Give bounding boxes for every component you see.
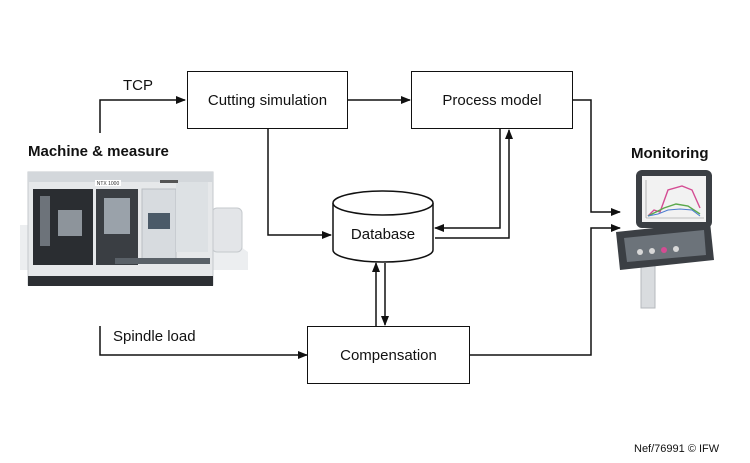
- cutting-simulation-box: Cutting simulation: [187, 71, 348, 129]
- database-cylinder: [332, 190, 434, 263]
- process-model-box: Process model: [411, 71, 573, 129]
- arrow-sim-to-database: [267, 129, 332, 239]
- tcp-label: TCP: [123, 77, 153, 94]
- arrow-database-to-process: [435, 129, 513, 239]
- arrow-compensation-to-monitoring: [470, 224, 621, 356]
- compensation-box: Compensation: [307, 326, 470, 384]
- arrow-process-to-monitoring: [573, 99, 621, 216]
- image-credit: Nef/76991 © IFW: [634, 443, 720, 455]
- monitoring-console-image: [616, 170, 714, 309]
- arrow-tcp: [99, 96, 186, 133]
- machine-badge-text: NTX 1000: [97, 181, 120, 187]
- monitoring-heading: Monitoring: [631, 145, 709, 162]
- arrow-process-to-database: [434, 129, 501, 232]
- arrow-spindle-load: [99, 326, 308, 359]
- machine-measure-heading: Machine & measure: [28, 143, 169, 160]
- compensation-label: Compensation: [340, 346, 437, 364]
- cutting-simulation-label: Cutting simulation: [207, 91, 328, 109]
- database-label: Database: [350, 226, 416, 243]
- spindle-load-label: Spindle load: [113, 328, 196, 345]
- machine-tool-image: NTX 1000: [20, 171, 248, 286]
- process-model-label: Process model: [442, 91, 542, 109]
